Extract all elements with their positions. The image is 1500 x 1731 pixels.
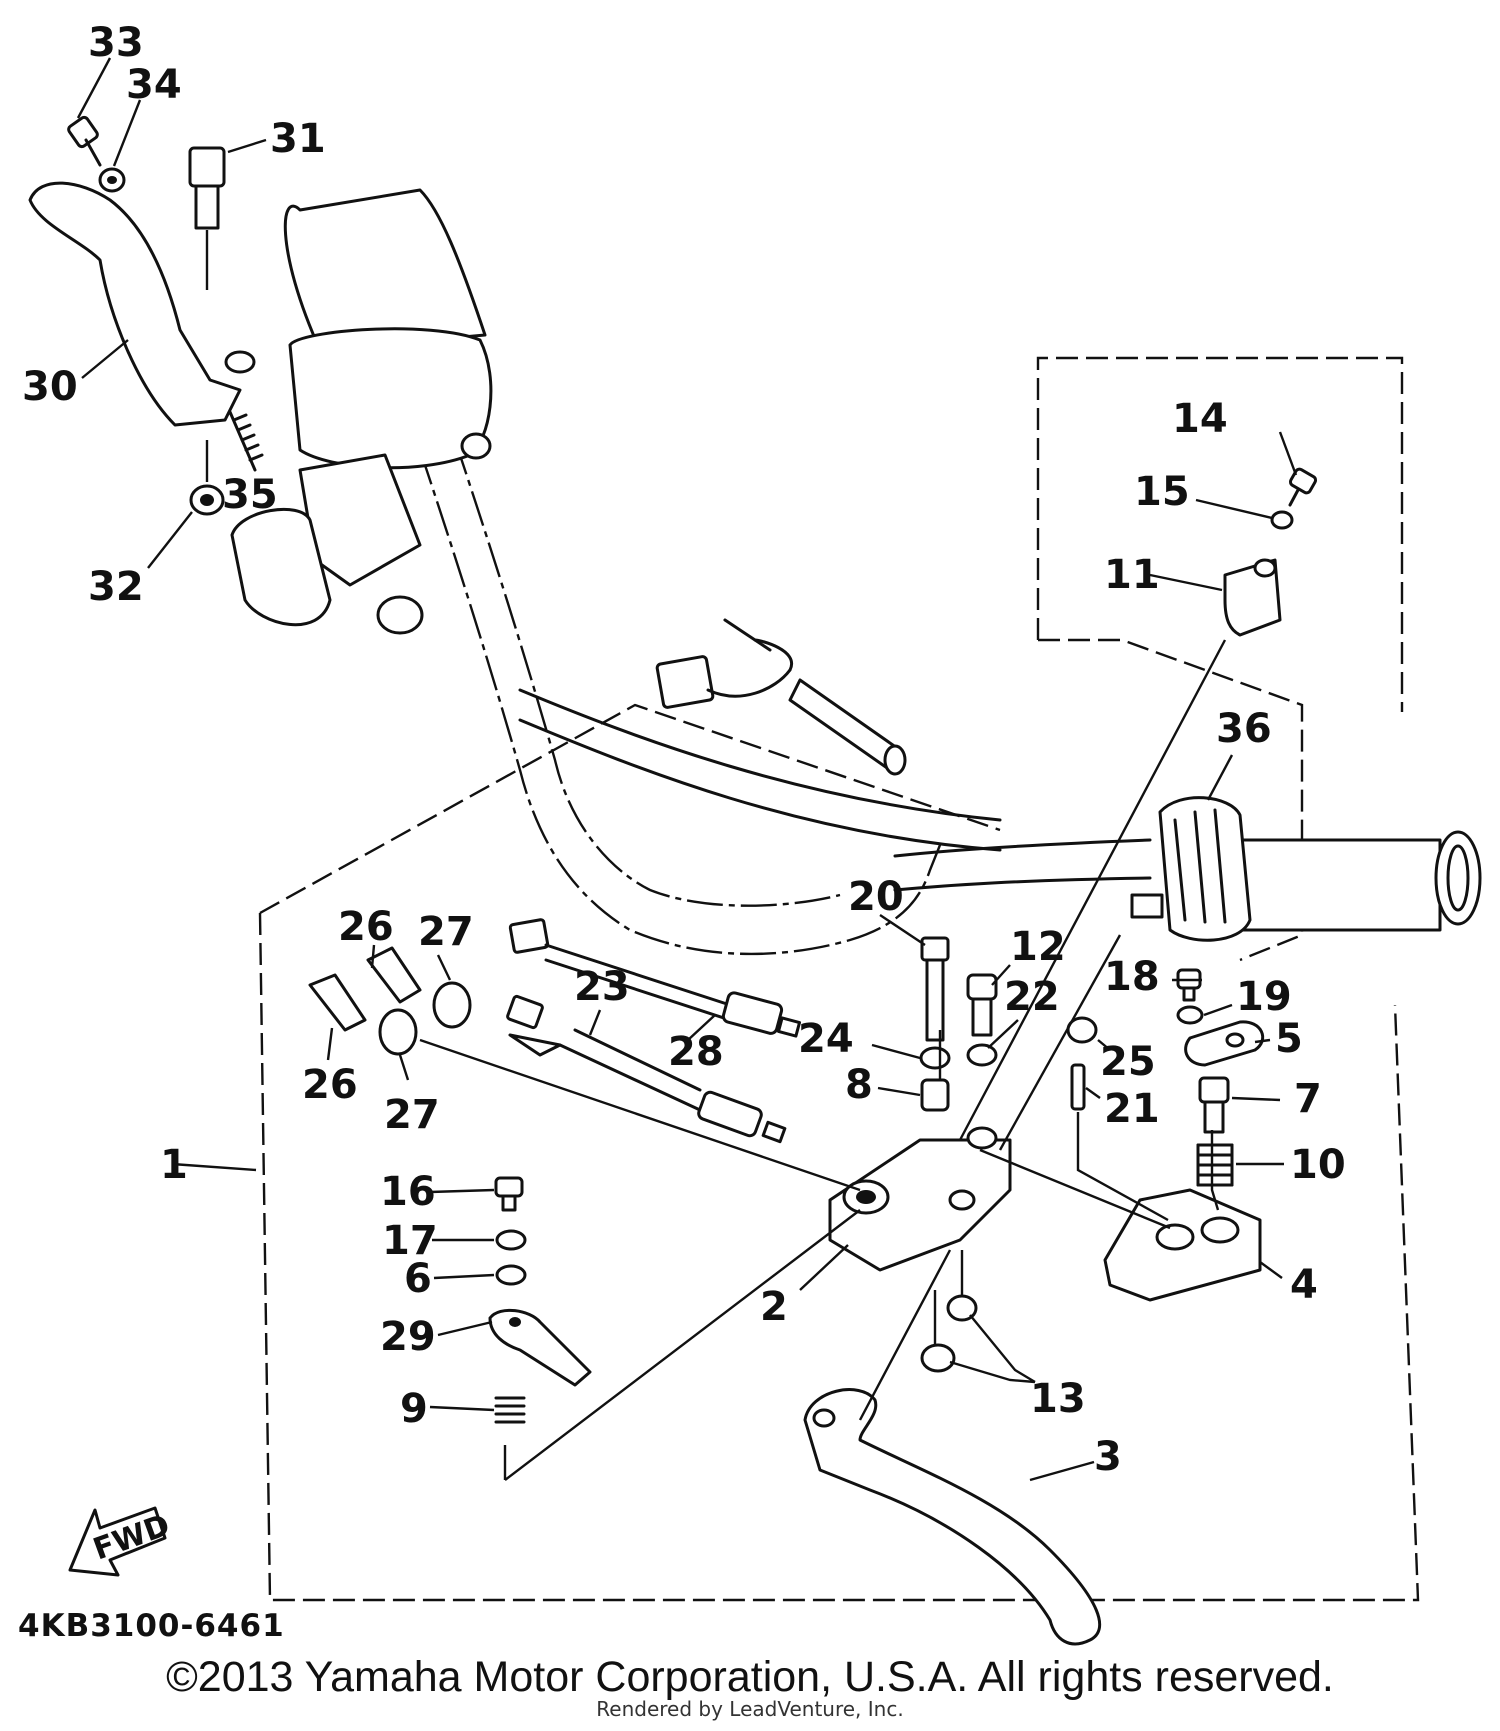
left-grip-housing [230, 188, 493, 635]
part-26-adjuster-lower [308, 973, 367, 1032]
part-26-adjuster-upper [366, 946, 422, 1004]
part-29-plate [488, 1308, 592, 1387]
callout-23: 23 [574, 964, 630, 1010]
callout-2: 2 [760, 1284, 788, 1330]
part-30-left-lever [28, 181, 256, 427]
part-10-spring [1196, 1143, 1234, 1187]
part-14-screw [1288, 467, 1318, 507]
part-24-washer [919, 1046, 951, 1070]
part-5-plate [1184, 1020, 1265, 1067]
part-19-washer [1176, 1005, 1204, 1025]
leader-lines [76, 57, 1298, 1482]
diagram-code: 4KB3100-6461 [18, 1608, 285, 1644]
callout-29: 29 [380, 1314, 436, 1360]
part-27-nut-lower [378, 1008, 418, 1056]
callout-1: 1 [160, 1142, 188, 1188]
callout-13: 13 [1030, 1376, 1086, 1422]
part-12-bolt [966, 973, 998, 1037]
callout-18: 18 [1104, 954, 1160, 1000]
part-20-bolt [920, 936, 950, 1042]
callout-33: 33 [88, 20, 144, 66]
callout-7: 7 [1294, 1076, 1322, 1122]
part-22-washer [966, 1043, 998, 1067]
callout-17: 17 [382, 1218, 438, 1264]
rendered-by-notice: Rendered by LeadVenture, Inc. [596, 1697, 904, 1721]
part-28-cable [508, 918, 802, 1038]
part-7-bolt [1198, 1076, 1230, 1134]
callout-32: 32 [88, 564, 144, 610]
callout-22: 22 [1004, 974, 1060, 1020]
callout-21: 21 [1104, 1086, 1160, 1132]
callout-27-upper: 27 [418, 909, 474, 955]
callout-35: 35 [222, 472, 278, 518]
callout-3: 3 [1094, 1434, 1122, 1480]
callout-30: 30 [22, 364, 78, 410]
part-16-screw [494, 1176, 524, 1212]
callout-11: 11 [1104, 552, 1160, 598]
callout-36: 36 [1216, 706, 1272, 752]
callout-27-lower: 27 [384, 1092, 440, 1138]
callout-12: 12 [1010, 924, 1066, 970]
callout-8: 8 [845, 1062, 873, 1108]
callout-10: 10 [1290, 1142, 1346, 1188]
part-3-lever [803, 1388, 1102, 1646]
callout-16: 16 [380, 1169, 436, 1215]
callout-31: 31 [270, 116, 326, 162]
part-23-cable [506, 994, 787, 1144]
callout-14: 14 [1172, 396, 1228, 442]
switch-and-wire [655, 618, 907, 776]
part-18-screw [1176, 968, 1202, 1002]
part-27-nut-upper [432, 981, 472, 1029]
part-8-collar [920, 1078, 950, 1112]
part-6-washer [495, 1264, 527, 1286]
callout-34: 34 [126, 62, 182, 108]
forward-direction-arrow: FWD [68, 1506, 175, 1577]
part-17-washer [495, 1229, 527, 1251]
callout-24: 24 [798, 1016, 854, 1062]
part-4-holder [1103, 1188, 1262, 1302]
callout-20: 20 [848, 874, 904, 920]
right-grip [1238, 830, 1482, 932]
part-13-nut-lower [920, 1343, 956, 1373]
part-11-bracket [1223, 558, 1282, 637]
callout-26-lower: 26 [302, 1062, 358, 1108]
callout-25: 25 [1100, 1039, 1156, 1085]
callout-28: 28 [668, 1029, 724, 1075]
part-9-spring [494, 1396, 526, 1424]
part-36-throttle-housing [1130, 796, 1252, 942]
callout-4: 4 [1290, 1262, 1318, 1308]
callout-labels: 33 34 31 30 35 32 14 15 11 36 20 12 22 1… [18, 20, 1346, 1644]
callout-6: 6 [404, 1256, 432, 1302]
callout-15: 15 [1134, 469, 1190, 515]
callout-19: 19 [1236, 974, 1292, 1020]
part-21-pin [1070, 1063, 1086, 1111]
callout-5: 5 [1275, 1016, 1303, 1062]
callout-26-upper: 26 [338, 904, 394, 950]
part-15-washer [1270, 510, 1294, 530]
assembly-boundary-lines [258, 356, 1420, 1602]
left-lever-hardware [67, 115, 264, 516]
copyright-notice: ©2013 Yamaha Motor Corporation, U.S.A. A… [166, 1653, 1334, 1701]
part-2-bracket [828, 1126, 1012, 1272]
handlebar-outline [418, 439, 1152, 956]
callout-9: 9 [400, 1386, 428, 1432]
